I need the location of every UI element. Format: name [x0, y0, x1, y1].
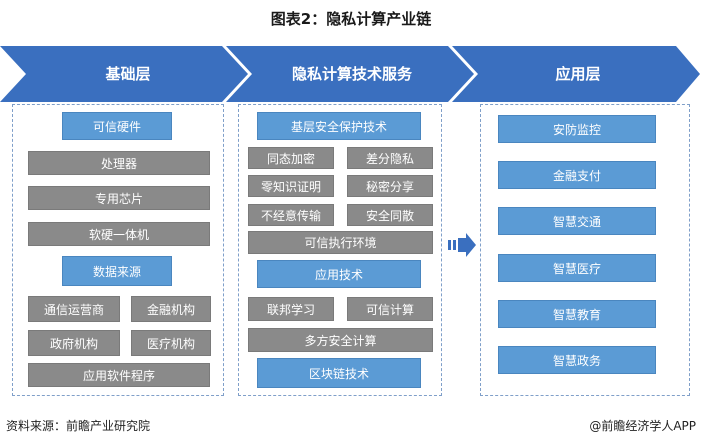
smart-healthcare-box: 智慧医疗	[498, 254, 656, 282]
processor-box: 处理器	[28, 151, 210, 175]
base-security-tech-box: 基层安全保护技术	[257, 112, 421, 140]
tech-service-panel: 基层安全保护技术 同态加密 差分隐私 零知识证明 秘密分享 不经意传输 安全同散…	[238, 104, 442, 396]
application-tech-box: 应用技术	[257, 260, 421, 288]
brand-label: @前瞻经济学人APP	[589, 419, 696, 433]
tech-service-header: 隐私计算技术服务	[291, 65, 412, 83]
flow-arrow-icon	[448, 233, 476, 257]
tee-box: 可信执行环境	[248, 231, 433, 254]
integrated-machine-box: 软硬一体机	[28, 222, 210, 246]
medical-institution-box: 医疗机构	[131, 330, 211, 356]
header-banner	[0, 46, 700, 102]
smart-transport-box: 智慧交通	[498, 207, 656, 235]
financial-institution-box: 金融机构	[131, 296, 211, 322]
telecom-operator-box: 通信运营商	[28, 296, 120, 322]
base-layer-panel: 可信硬件 处理器 专用芯片 软硬一体机 数据来源 通信运营商 金融机构 政府机构…	[12, 104, 224, 396]
zero-knowledge-box: 零知识证明	[248, 175, 334, 197]
smart-education-box: 智慧教育	[498, 300, 656, 328]
security-monitoring-box: 安防监控	[498, 115, 656, 143]
apps-layer-header: 应用层	[555, 65, 601, 83]
mpc-box: 多方安全计算	[248, 328, 433, 352]
banner-chevron-apps	[452, 46, 700, 102]
secure-hash-box: 安全同散	[347, 204, 433, 226]
trusted-hardware-box: 可信硬件	[62, 112, 172, 140]
special-chip-box: 专用芯片	[28, 186, 210, 210]
base-layer-header: 基础层	[105, 65, 151, 83]
blockchain-tech-box: 区块链技术	[257, 358, 421, 388]
homomorphic-encryption-box: 同态加密	[248, 147, 334, 169]
trusted-computing-box: 可信计算	[347, 297, 433, 321]
banner-chevron-tech	[226, 46, 474, 102]
data-source-box: 数据来源	[62, 256, 172, 286]
chart-title: 图表2：隐私计算产业链	[270, 10, 432, 28]
federated-learning-box: 联邦学习	[248, 297, 334, 321]
oblivious-transfer-box: 不经意传输	[248, 204, 334, 226]
government-institution-box: 政府机构	[28, 330, 120, 356]
differential-privacy-box: 差分隐私	[347, 147, 433, 169]
smart-government-box: 智慧政务	[498, 346, 656, 374]
source-note: 资料来源：前瞻产业研究院	[6, 419, 151, 433]
banner-chevron-base	[0, 46, 248, 102]
apps-layer-panel: 安防监控 金融支付 智慧交通 智慧医疗 智慧教育 智慧政务	[480, 104, 690, 396]
app-software-box: 应用软件程序	[28, 363, 210, 387]
financial-payment-box: 金融支付	[498, 161, 656, 189]
secret-sharing-box: 秘密分享	[347, 175, 433, 197]
